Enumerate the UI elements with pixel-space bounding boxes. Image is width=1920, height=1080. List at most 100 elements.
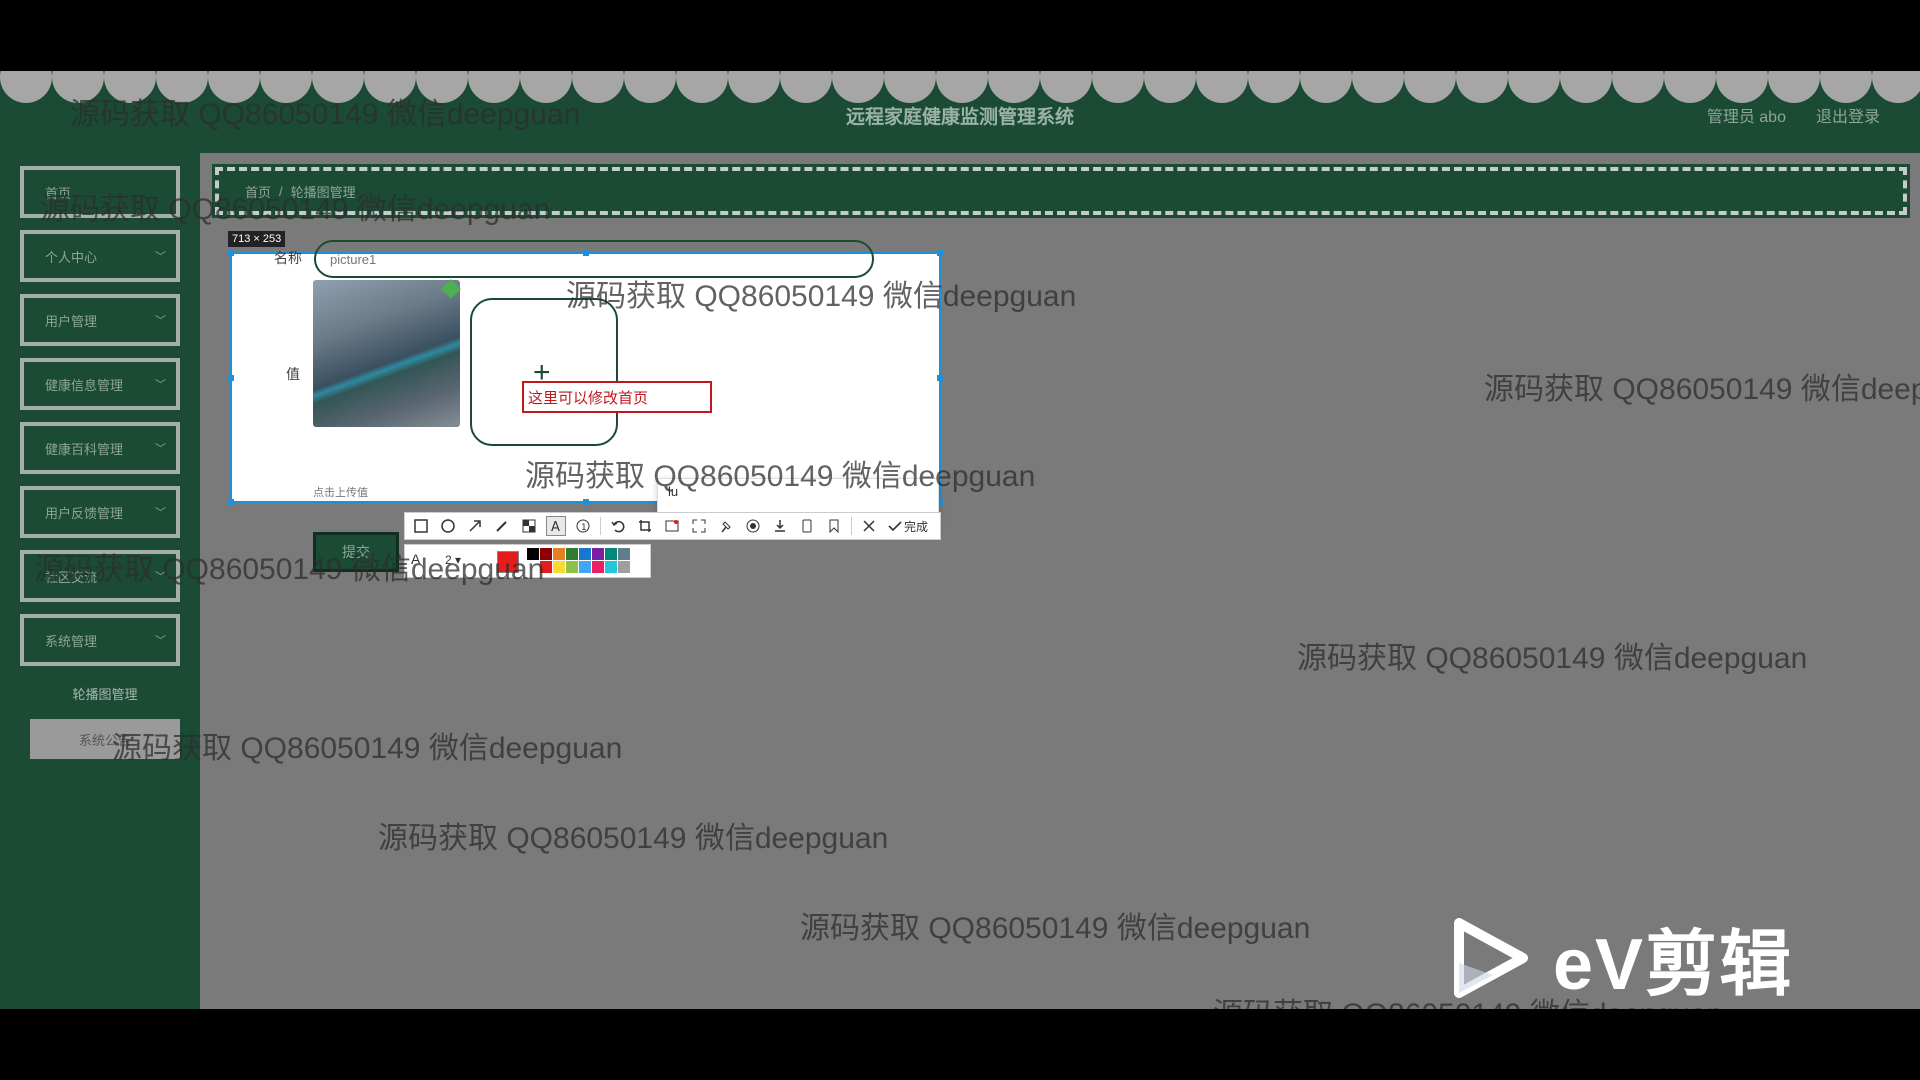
header-scallop	[1820, 71, 1872, 103]
name-field-label: 名称	[274, 250, 302, 266]
resize-handle[interactable]	[228, 375, 234, 381]
header-scallop	[260, 71, 312, 103]
header-scallop	[468, 71, 520, 103]
resize-handle[interactable]	[583, 250, 589, 256]
long-capture-icon[interactable]	[689, 516, 709, 536]
sidebar-item-label: 用户反馈管理	[45, 505, 124, 521]
color-swatch[interactable]	[592, 548, 604, 560]
font-size-select[interactable]: 2 ▾	[445, 553, 462, 567]
color-swatch[interactable]	[527, 548, 539, 560]
color-swatch[interactable]	[540, 548, 552, 560]
pencil-tool-icon[interactable]	[492, 516, 512, 536]
capture-selection-region[interactable]: 名称 picture1 值 + 这里可以修改首页 点击上传值	[228, 240, 943, 505]
number-marker-icon[interactable]: 1	[573, 516, 593, 536]
annotation-text-box[interactable]: 这里可以修改首页	[522, 381, 712, 413]
letterbox-top	[0, 0, 1920, 71]
sidebar-item-system[interactable]: 系统管理 ﹀	[20, 614, 180, 666]
resize-handle[interactable]	[937, 250, 943, 256]
sidebar-item-community[interactable]: 社区交流 ﹀	[20, 550, 180, 602]
resize-handle[interactable]	[937, 375, 943, 381]
svg-text:A: A	[551, 520, 560, 533]
sidebar-item-users[interactable]: 用户管理 ﹀	[20, 294, 180, 346]
resize-handle[interactable]	[583, 499, 589, 505]
header-scallop	[1092, 71, 1144, 103]
sidebar-item-health-info[interactable]: 健康信息管理 ﹀	[20, 358, 180, 410]
header-user-area: 管理员 abo 退出登录	[1707, 103, 1880, 127]
done-label: 完成	[904, 519, 929, 534]
current-color-swatch[interactable]	[497, 551, 519, 573]
resize-handle[interactable]	[937, 499, 943, 505]
breadcrumb-separator: /	[279, 183, 283, 199]
play-logo-icon	[1454, 917, 1528, 998]
resize-handle[interactable]	[228, 499, 234, 505]
sidebar: 首页 个人中心 ﹀ 用户管理 ﹀ 健康信息管理 ﹀ 健康百科管理 ﹀ 用户反馈管…	[0, 153, 200, 1009]
sidebar-item-profile[interactable]: 个人中心 ﹀	[20, 230, 180, 282]
logout-button[interactable]: 退出登录	[1815, 109, 1880, 126]
close-icon[interactable]	[859, 516, 879, 536]
ev-editor-logo: eV剪辑	[1453, 905, 1793, 1009]
header-scallop	[1560, 71, 1612, 103]
arrow-tool-icon[interactable]	[465, 516, 485, 536]
header-scallop	[1456, 71, 1508, 103]
sidebar-item-label: 系统管理	[45, 633, 98, 649]
check-icon	[888, 521, 902, 532]
toolbar-divider	[851, 517, 852, 535]
color-swatch[interactable]	[579, 548, 591, 560]
sidebar-item-label: 社区交流	[45, 569, 98, 585]
phone-send-icon[interactable]	[797, 516, 817, 536]
header-scallop	[1872, 71, 1920, 103]
chevron-down-icon: ﹀	[155, 315, 166, 327]
sidebar-item-feedback[interactable]: 用户反馈管理 ﹀	[20, 486, 180, 538]
download-icon[interactable]	[770, 516, 790, 536]
watermark-text: 源码获取 QQ86050149 微信deepguan	[1484, 373, 1920, 406]
header-scallop	[728, 71, 780, 103]
breadcrumb-home[interactable]: 首页	[245, 184, 272, 200]
color-swatch[interactable]	[618, 561, 630, 573]
selection-size-badge: 713 × 253	[228, 231, 286, 247]
uploaded-image-thumbnail[interactable]	[313, 279, 461, 427]
name-input[interactable]: picture1	[314, 240, 874, 278]
chevron-down-icon: ﹀	[155, 443, 166, 455]
sidebar-item-health-wiki[interactable]: 健康百科管理 ﹀	[20, 422, 180, 474]
color-swatch[interactable]	[579, 561, 591, 573]
header-scallop	[1248, 71, 1300, 103]
sidebar-subitem-announcement[interactable]: 系统公告	[30, 719, 180, 759]
resize-handle[interactable]	[228, 250, 234, 256]
watermark-text: 源码获取 QQ86050149 微信deepguan	[378, 822, 889, 855]
crop-icon[interactable]	[635, 516, 655, 536]
font-select[interactable]: A	[411, 551, 421, 567]
ocr-icon[interactable]	[662, 516, 682, 536]
image-upload-button[interactable]: +	[470, 298, 618, 446]
undo-icon[interactable]	[608, 516, 628, 536]
chevron-down-icon: ﹀	[155, 379, 166, 391]
value-field-label: 值	[286, 366, 300, 382]
text-tool-icon[interactable]: A	[546, 516, 566, 536]
color-swatch[interactable]	[553, 548, 565, 560]
ellipse-tool-icon[interactable]	[438, 516, 458, 536]
rectangle-tool-icon[interactable]	[411, 516, 431, 536]
chevron-down-icon: ﹀	[155, 507, 166, 519]
color-swatch[interactable]	[618, 548, 630, 560]
record-icon[interactable]	[743, 516, 763, 536]
submit-button[interactable]: 提交	[313, 532, 399, 572]
color-swatch[interactable]	[553, 561, 565, 573]
bookmark-icon[interactable]	[824, 516, 844, 536]
sidebar-subitem-carousel[interactable]: 轮播图管理	[72, 686, 138, 702]
admin-user-label[interactable]: 管理员 abo	[1706, 109, 1786, 126]
letterbox-bottom	[0, 1009, 1920, 1080]
color-swatch[interactable]	[540, 561, 552, 573]
color-swatch[interactable]	[605, 548, 617, 560]
color-swatch[interactable]	[527, 561, 539, 573]
header-scallop	[0, 71, 52, 103]
sidebar-item-home[interactable]: 首页	[20, 166, 180, 218]
color-swatch[interactable]	[592, 561, 604, 573]
header-scallop	[1196, 71, 1248, 103]
chevron-down-icon: ﹀	[155, 251, 166, 263]
color-swatch[interactable]	[566, 561, 578, 573]
mosaic-tool-icon[interactable]	[519, 516, 539, 536]
done-button[interactable]: 完成	[888, 518, 928, 535]
watermark-text: 源码获取 QQ86050149 微信deepguan	[1297, 642, 1808, 675]
color-swatch[interactable]	[566, 548, 578, 560]
pin-icon[interactable]	[716, 516, 736, 536]
color-swatch[interactable]	[605, 561, 617, 573]
